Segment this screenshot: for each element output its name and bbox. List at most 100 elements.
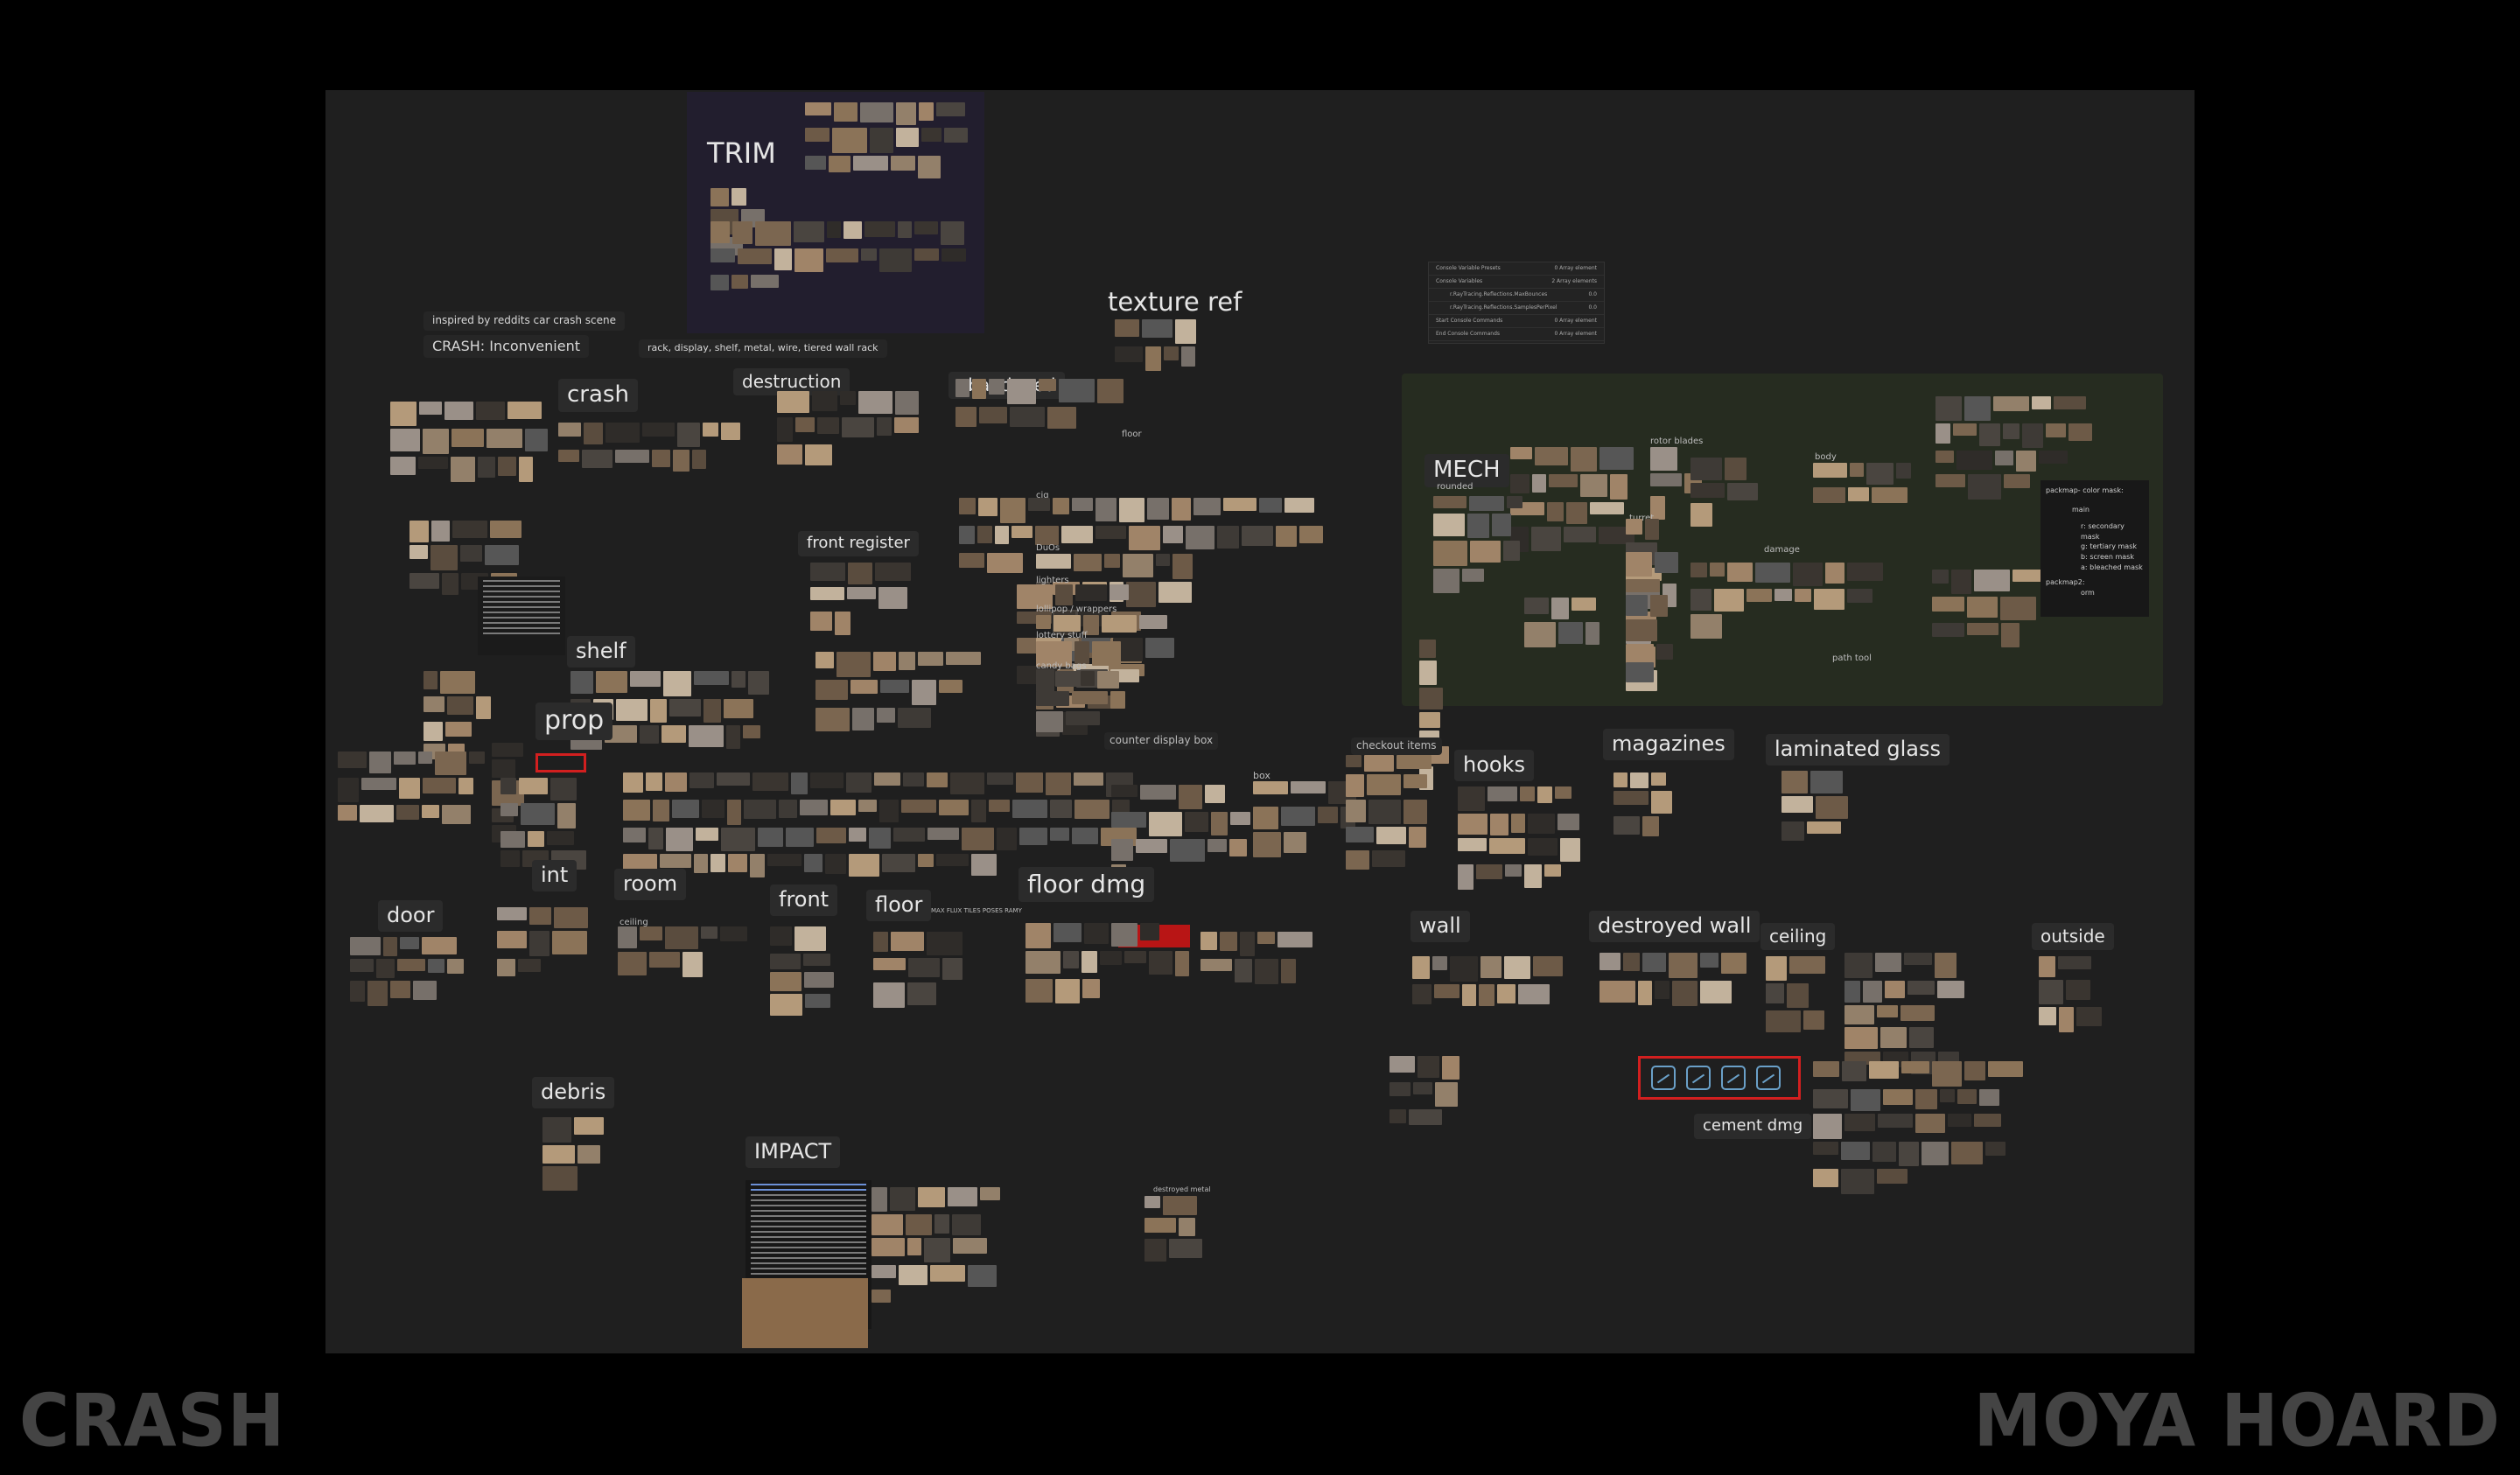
reference-thumbnail[interactable]	[1964, 1061, 1985, 1080]
reference-thumbnail[interactable]	[879, 800, 899, 822]
reference-thumbnail[interactable]	[848, 563, 872, 584]
reference-thumbnail[interactable]	[875, 563, 911, 581]
reference-thumbnail[interactable]	[800, 800, 828, 815]
reference-thumbnail[interactable]	[832, 128, 867, 153]
reference-thumbnail[interactable]	[1863, 981, 1882, 1003]
reference-thumbnail[interactable]	[944, 128, 968, 143]
reference-thumbnail[interactable]	[1123, 554, 1153, 577]
reference-thumbnail[interactable]	[2004, 474, 2030, 488]
reference-thumbnail[interactable]	[1936, 396, 1962, 421]
reference-thumbnail[interactable]	[750, 854, 765, 877]
reference-thumbnail[interactable]	[1433, 569, 1460, 593]
reference-thumbnail[interactable]	[968, 1265, 997, 1287]
reference-thumbnail[interactable]	[877, 708, 895, 723]
reference-thumbnail[interactable]	[827, 221, 841, 238]
reference-thumbnail[interactable]	[1600, 981, 1635, 1003]
reference-thumbnail[interactable]	[497, 959, 515, 976]
reference-thumbnail[interactable]	[816, 708, 850, 731]
reference-thumbnail[interactable]	[952, 1214, 981, 1235]
reference-thumbnail[interactable]	[1063, 951, 1079, 968]
reference-thumbnail[interactable]	[934, 1214, 949, 1234]
reference-thumbnail[interactable]	[485, 545, 519, 565]
reference-thumbnail[interactable]	[1442, 1056, 1460, 1080]
reference-thumbnail[interactable]	[1047, 407, 1076, 429]
reference-thumbnail[interactable]	[1110, 584, 1129, 600]
reference-thumbnail[interactable]	[2039, 1007, 2056, 1025]
reference-thumbnail[interactable]	[1490, 814, 1508, 835]
reference-thumbnail[interactable]	[1479, 984, 1494, 1006]
reference-thumbnail[interactable]	[924, 1238, 950, 1262]
reference-thumbnail[interactable]	[1404, 774, 1427, 788]
reference-thumbnail[interactable]	[2076, 1007, 2102, 1026]
reference-thumbnail[interactable]	[1528, 838, 1558, 856]
reference-thumbnail[interactable]	[962, 828, 994, 850]
reference-thumbnail[interactable]	[1119, 498, 1144, 522]
reference-thumbnail[interactable]	[350, 981, 365, 1002]
reference-thumbnail[interactable]	[1012, 800, 1047, 818]
reference-thumbnail[interactable]	[2046, 423, 2066, 437]
reference-thumbnail[interactable]	[791, 772, 808, 794]
reference-thumbnail[interactable]	[1200, 959, 1232, 971]
reference-thumbnail[interactable]	[1727, 483, 1758, 500]
reference-thumbnail[interactable]	[1537, 786, 1552, 803]
reference-thumbnail[interactable]	[1974, 1114, 2001, 1127]
reference-thumbnail[interactable]	[2054, 396, 2086, 409]
reference-thumbnail[interactable]	[751, 275, 779, 288]
reference-thumbnail[interactable]	[1092, 641, 1121, 666]
reference-thumbnail[interactable]	[1915, 1114, 1945, 1133]
reference-thumbnail[interactable]	[936, 854, 969, 866]
reference-thumbnail[interactable]	[1520, 786, 1535, 801]
reference-thumbnail[interactable]	[1590, 502, 1624, 514]
reference-thumbnail[interactable]	[1803, 1010, 1824, 1030]
reference-thumbnail[interactable]	[1396, 755, 1432, 769]
reference-thumbnail[interactable]	[777, 391, 809, 413]
reference-thumbnail[interactable]	[898, 221, 912, 238]
reference-thumbnail[interactable]	[390, 981, 410, 998]
reference-thumbnail[interactable]	[1281, 807, 1315, 826]
reference-thumbnail[interactable]	[410, 573, 439, 589]
reference-thumbnail[interactable]	[1948, 1114, 1971, 1127]
reference-thumbnail[interactable]	[852, 708, 874, 731]
reference-thumbnail[interactable]	[413, 981, 437, 1000]
reference-thumbnail[interactable]	[1066, 711, 1100, 725]
reference-thumbnail[interactable]	[1299, 526, 1323, 543]
reference-thumbnail[interactable]	[732, 671, 746, 688]
reference-thumbnail[interactable]	[1012, 526, 1032, 538]
reference-thumbnail[interactable]	[907, 982, 936, 1005]
reference-thumbnail[interactable]	[1253, 832, 1281, 857]
reference-thumbnail[interactable]	[805, 102, 831, 115]
reference-thumbnail[interactable]	[1813, 1061, 1839, 1077]
reference-thumbnail[interactable]	[810, 587, 844, 600]
reference-thumbnail[interactable]	[2032, 396, 2051, 409]
reference-thumbnail[interactable]	[1253, 781, 1288, 794]
reference-thumbnail[interactable]	[847, 587, 876, 599]
reference-thumbnail[interactable]	[1847, 589, 1872, 603]
reference-thumbnail[interactable]	[872, 1214, 903, 1235]
reference-thumbnail[interactable]	[1908, 981, 1935, 995]
reference-thumbnail[interactable]	[829, 156, 850, 172]
reference-thumbnail[interactable]	[1156, 554, 1170, 566]
reference-thumbnail[interactable]	[444, 402, 473, 420]
reference-thumbnail[interactable]	[1458, 786, 1485, 811]
reference-thumbnail[interactable]	[1725, 458, 1746, 480]
reference-thumbnail[interactable]	[1081, 671, 1095, 686]
reference-thumbnail[interactable]	[1372, 850, 1405, 867]
reference-thumbnail[interactable]	[1909, 1027, 1934, 1048]
reference-thumbnail[interactable]	[1418, 1056, 1439, 1078]
reference-thumbnail[interactable]	[1404, 800, 1427, 824]
reference-thumbnail[interactable]	[1844, 1027, 1878, 1049]
reference-thumbnail[interactable]	[971, 854, 997, 876]
reference-thumbnail[interactable]	[710, 188, 729, 206]
reference-thumbnail[interactable]	[338, 805, 357, 821]
reference-thumbnail[interactable]	[720, 926, 747, 941]
reference-thumbnail[interactable]	[1367, 774, 1401, 795]
reference-thumbnail[interactable]	[896, 128, 919, 147]
reference-thumbnail[interactable]	[1650, 595, 1668, 617]
reference-thumbnail[interactable]	[816, 680, 848, 700]
reference-thumbnail[interactable]	[1518, 984, 1550, 1004]
reference-thumbnail[interactable]	[810, 612, 832, 631]
reference-thumbnail[interactable]	[1390, 1109, 1406, 1123]
reference-thumbnail[interactable]	[858, 800, 877, 812]
reference-thumbnail[interactable]	[987, 553, 1023, 573]
reference-thumbnail[interactable]	[810, 772, 844, 788]
